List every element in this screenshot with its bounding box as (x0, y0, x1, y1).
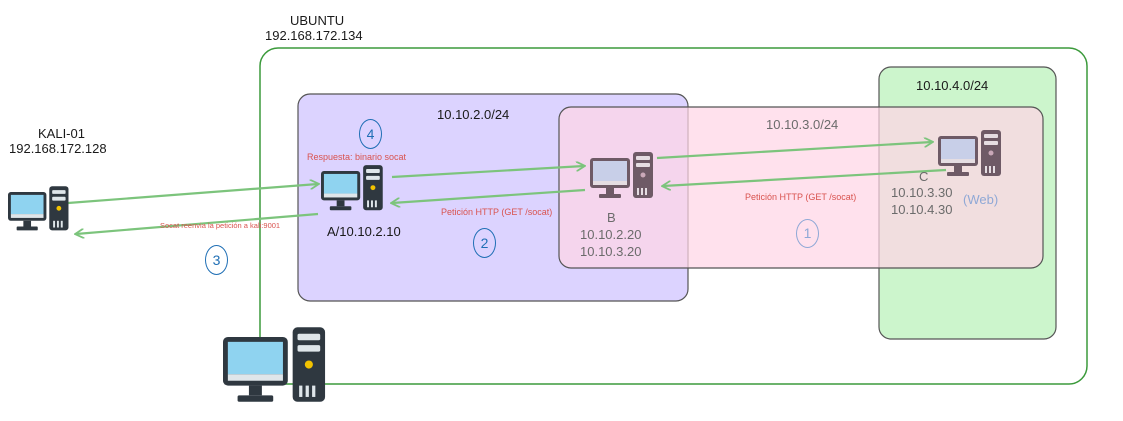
network-zone-b (558, 106, 1044, 269)
ubuntu-host-computer-icon (223, 327, 326, 402)
network-c-label: 10.10.4.0/24 (916, 78, 989, 93)
response-message: Respuesta: binario socat (307, 152, 407, 162)
arrow-c-to-b (663, 168, 947, 186)
ubuntu-host-ip: 192.168.172.134 (265, 28, 363, 43)
network-a-label: 10.10.2.0/24 (437, 107, 510, 122)
arrow-a-to-kali (76, 212, 319, 234)
node-b-ip-1: 10.10.2.20 (580, 227, 642, 242)
ubuntu-host-boundary (259, 47, 1088, 385)
arrow-b-to-a (392, 188, 586, 203)
step-2-marker: 2 (473, 228, 496, 258)
relay-message: Socat reenvia la petición a kali:9001 (160, 221, 281, 230)
node-b-label: B (607, 210, 616, 225)
arrow-a-to-b (391, 166, 584, 179)
step-1-marker: 1 (796, 219, 819, 248)
step-3-marker: 3 (205, 245, 228, 275)
arrow-b-to-c (656, 142, 932, 160)
request-a-b-message: Petición HTTP (GET /socat) (441, 207, 553, 217)
node-c-label: C (919, 169, 929, 184)
node-c-role: (Web) (963, 192, 999, 207)
step-4-marker: 4 (359, 119, 382, 149)
node-a-label: A/10.10.2.10 (327, 224, 401, 239)
ubuntu-host-name: UBUNTU (290, 13, 345, 28)
node-c-ip-1: 10.10.3.30 (891, 185, 953, 200)
node-c-ip-2: 10.10.4.30 (891, 202, 953, 217)
kali-ip: 192.168.172.128 (9, 141, 107, 156)
kali-computer-icon (8, 186, 69, 231)
request-b-c-message: Petición HTTP (GET /socat) (745, 192, 857, 202)
network-b-label: 10.10.3.0/24 (766, 117, 839, 132)
kali-name: KALI-01 (38, 126, 85, 141)
node-b-ip-2: 10.10.3.20 (580, 244, 642, 259)
arrow-kali-to-a (67, 184, 318, 205)
